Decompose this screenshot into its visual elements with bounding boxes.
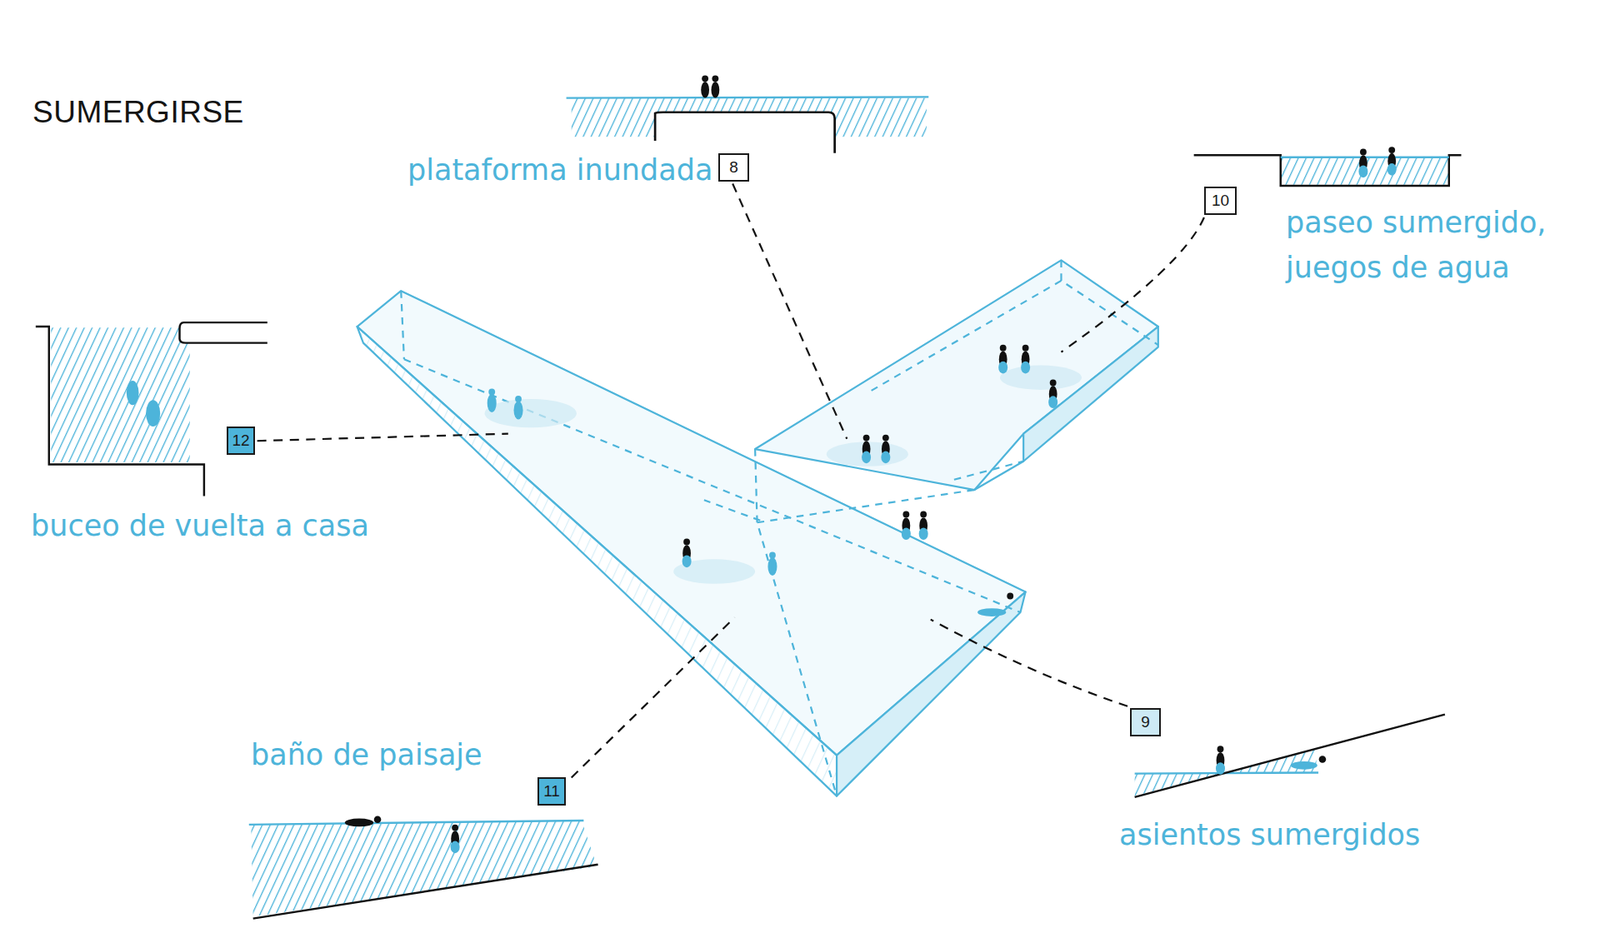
diagram-title: SUMERGIRSE [32, 95, 245, 130]
sketch-circle [374, 815, 382, 824]
sketch-use [1215, 745, 1225, 775]
sketch-ellipse [345, 819, 374, 828]
sketch-ellipse [977, 608, 1006, 617]
callout-box: 10 [1204, 186, 1237, 215]
sketch-use [901, 511, 911, 541]
callout-number: 8 [729, 158, 739, 177]
callout-box: 12 [226, 426, 255, 455]
section-submerged-walk [1194, 146, 1462, 186]
callout-number: 10 [1211, 191, 1230, 210]
sketch-path [1060, 260, 1158, 345]
section-dive-home [35, 322, 268, 496]
sketch-label: plataforma inundada [407, 147, 713, 193]
sketch-line [253, 865, 599, 920]
sketch-use [682, 539, 692, 569]
sketch-path [1060, 217, 1204, 353]
sketch-path [1023, 326, 1159, 462]
sketch-label: baño de paisaje [250, 732, 483, 778]
leader-lines [257, 184, 1205, 779]
sketch-label: buceo de vuelta a casa [30, 503, 370, 549]
sketch-line [249, 820, 585, 825]
sketch-circle [1006, 593, 1014, 600]
sketch-use [710, 75, 720, 98]
sketch-path [357, 326, 838, 797]
sketch-path [836, 592, 1026, 797]
sketch-ellipse [145, 400, 160, 427]
sketch-rect [181, 343, 190, 463]
sketch-use [1387, 146, 1397, 176]
sketch-path [930, 620, 1128, 707]
sketch-path [732, 184, 847, 440]
sketch-path [257, 434, 509, 442]
sketch-g [400, 260, 1159, 796]
sketch-line [1135, 715, 1445, 798]
sketch-path [1194, 155, 1462, 186]
sketch-use [487, 389, 497, 413]
callout-box: 8 [718, 153, 750, 182]
people [487, 345, 1058, 617]
sketch-rect [50, 327, 182, 463]
callout-number: 11 [543, 782, 560, 801]
sketch-path [655, 112, 835, 154]
sketch-path [755, 449, 837, 797]
water-volume [357, 260, 1159, 796]
sketch-path [755, 260, 1159, 490]
callout-number: 12 [231, 431, 250, 450]
sketch-ellipse [1000, 365, 1082, 390]
sketch-path [400, 290, 405, 360]
callout-box: 9 [1130, 708, 1161, 737]
sketch-use [1358, 149, 1368, 179]
sketch-use [919, 511, 929, 541]
sketch-use [767, 552, 777, 576]
sketch-use [1020, 345, 1030, 375]
section-submerged-seats [1135, 715, 1445, 798]
callout-number: 9 [1140, 713, 1150, 732]
sketch-use [514, 395, 524, 420]
sketch-ellipse [485, 399, 577, 428]
sketch-path [250, 820, 597, 917]
section-flooded-platform [566, 75, 930, 153]
sketch-path [35, 326, 205, 496]
sketch-use [700, 75, 710, 98]
sketch-use [450, 825, 460, 855]
sketch-path [404, 359, 1021, 613]
section-landscape-bath [249, 815, 599, 919]
callout-box: 11 [537, 777, 566, 806]
sketch-path [180, 322, 268, 344]
sketch-ellipse [1290, 761, 1318, 770]
sketch-line [566, 96, 930, 98]
sketch-label: paseo sumergido, juegos de agua [1285, 200, 1596, 290]
sketch-use [880, 435, 890, 465]
sketch-circle [1319, 755, 1327, 764]
sketch-path [954, 461, 1024, 480]
sketch-path [704, 500, 760, 521]
sketch-use [861, 435, 871, 465]
sketch-use [998, 345, 1008, 375]
sketch-path [571, 617, 735, 778]
sketch-use [1048, 379, 1058, 409]
sketch-ellipse [126, 380, 140, 405]
sketch-path [757, 490, 975, 523]
sketch-path [974, 461, 1024, 490]
sketch-label: asientos sumergidos [1119, 812, 1420, 858]
